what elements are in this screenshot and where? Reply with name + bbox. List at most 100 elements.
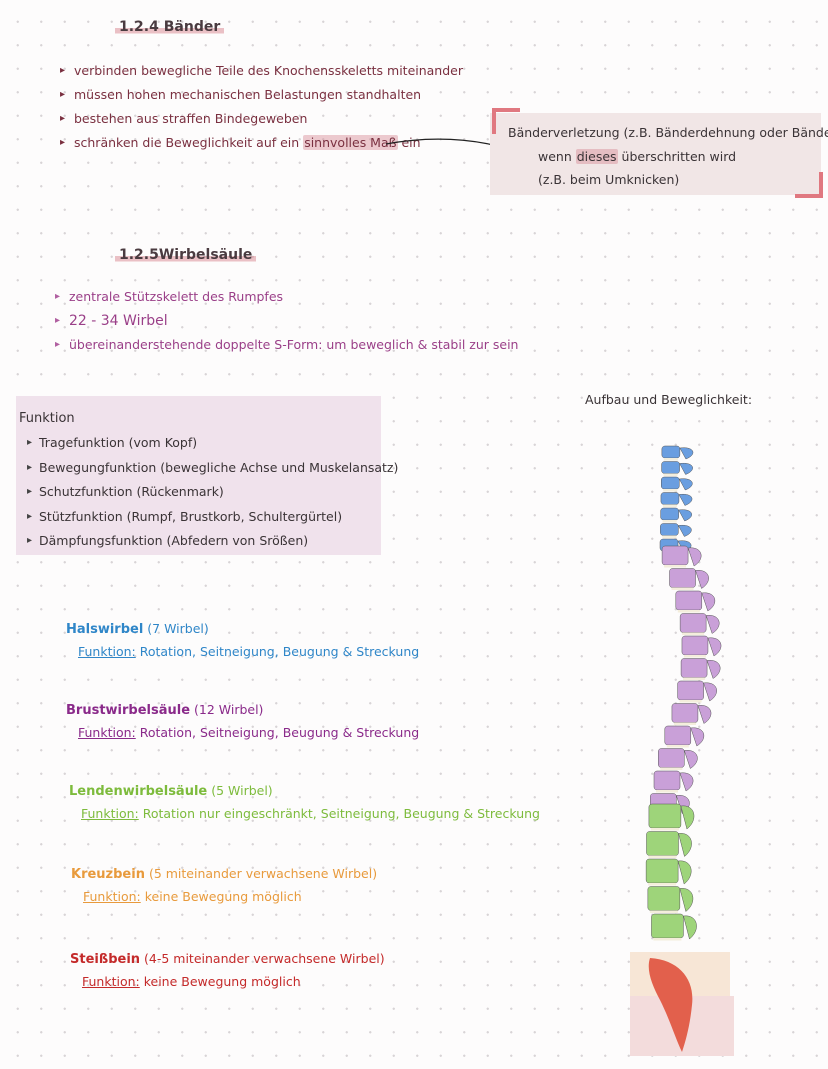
segment-count: (12 Wirbel) xyxy=(190,702,264,717)
spinous-process xyxy=(678,833,692,857)
list-item: Dämpfungsfunktion (Abfedern von Srößen) xyxy=(27,529,398,554)
segment-lendenwirbelsaeule: Lendenwirbelsäule (5 Wirbel) Funktion: R… xyxy=(69,780,540,821)
spinous-process xyxy=(683,915,697,940)
intervertebral-disc xyxy=(683,677,706,680)
list-item: zentrale Stützskelett des Rumpfes xyxy=(55,285,518,309)
vertebra xyxy=(648,803,682,829)
spinous-process xyxy=(706,660,721,679)
vertebra xyxy=(653,770,681,791)
intervertebral-disc xyxy=(663,489,678,492)
bullet-text: ein xyxy=(397,135,421,150)
segment-count: (5 miteinander verwachsene Wirbel) xyxy=(144,866,378,881)
funktion-label: Funktion: xyxy=(81,806,139,821)
vertebra xyxy=(645,858,679,884)
funktion-text: keine Bewegung möglich xyxy=(140,889,302,904)
highlight-sinnvolles-mass: sinnvolles Maß xyxy=(303,135,398,150)
segment-steissbein: Steißbein (4-5 miteinander verwachsene W… xyxy=(70,948,385,989)
segment-kreuzbein: Kreuzbein (5 miteinander verwachsene Wir… xyxy=(71,863,377,904)
intervertebral-disc xyxy=(649,910,678,913)
intervertebral-disc xyxy=(683,655,706,658)
spine-illustration xyxy=(630,445,734,1056)
intervertebral-disc xyxy=(664,565,687,568)
funktion-text: keine Bewegung möglich xyxy=(139,974,301,989)
intervertebral-disc xyxy=(662,535,677,538)
funktion-label: Funktion: xyxy=(78,644,136,659)
list-item: Stützfunktion (Rumpf, Brustkorb, Schulte… xyxy=(27,505,398,530)
spinous-process xyxy=(683,750,698,769)
heading-baender: 1.2.4 Bänder xyxy=(115,19,225,35)
segment-halswirbel: Halswirbel (7 Wirbel) Funktion: Rotation… xyxy=(66,618,419,659)
intervertebral-disc xyxy=(662,520,677,523)
vertebra xyxy=(681,635,709,656)
list-item: schränken die Beweglichkeit auf ein sinn… xyxy=(60,131,463,155)
spinous-process xyxy=(703,682,717,702)
list-item: Tragefunktion (vom Kopf) xyxy=(27,431,398,456)
vertebra xyxy=(658,748,685,768)
vertebrae-group xyxy=(645,445,722,941)
intervertebral-disc xyxy=(648,883,677,886)
funktion-label: Funktion: xyxy=(78,725,136,740)
note-box-baenderverletzung xyxy=(490,113,821,195)
vertebra xyxy=(664,725,692,746)
funktion-title: Funktion xyxy=(19,411,75,426)
segment-count: (7 Wirbel) xyxy=(143,621,209,636)
spinous-process xyxy=(680,805,695,830)
segment-name: Kreuzbein xyxy=(71,867,145,882)
vertebra xyxy=(660,523,679,536)
vertebra xyxy=(669,568,696,588)
intervertebral-disc xyxy=(679,700,702,703)
spinous-process xyxy=(705,615,720,634)
intervertebral-disc xyxy=(677,610,700,613)
intervertebral-disc xyxy=(673,722,696,725)
corner-bracket xyxy=(492,108,520,134)
funktion-text: Rotation, Seitneigung, Beugung & Strecku… xyxy=(135,644,420,659)
intervertebral-disc xyxy=(663,473,678,476)
intervertebral-disc xyxy=(650,828,679,831)
segment-brustwirbelsaeule: Brustwirbelsäule (12 Wirbel) Funktion: R… xyxy=(66,699,419,740)
intervertebral-disc xyxy=(656,790,679,793)
vertebra xyxy=(647,886,681,911)
vertebra xyxy=(679,613,707,633)
intervertebral-disc xyxy=(648,855,677,858)
segment-count: (4-5 miteinander verwachsene Wirbel) xyxy=(140,951,385,966)
note-line-3: (z.B. beim Umknicken) xyxy=(538,172,680,187)
spinous-process xyxy=(695,570,709,589)
note-line-1: Bänderverletzung (z.B. Bänderdehnung ode… xyxy=(508,125,828,140)
bullet-text: schränken die Beweglichkeit auf ein xyxy=(74,135,304,150)
segment-name: Steißbein xyxy=(70,952,141,967)
funktion-label: Funktion: xyxy=(83,889,141,904)
spinous-process xyxy=(677,860,692,885)
funktion-list: Tragefunktion (vom Kopf) Bewegungfunktio… xyxy=(27,431,398,554)
vertebra xyxy=(671,703,699,723)
vertebra xyxy=(651,913,684,939)
vertebra xyxy=(680,658,708,678)
spinous-process xyxy=(701,592,716,612)
vertebra xyxy=(660,507,679,521)
segment-name: Brustwirbelsäule xyxy=(66,703,191,718)
wirbel-bullet-list: zentrale Stützskelett des Rumpfes 22 - 3… xyxy=(55,285,518,357)
vertebra xyxy=(677,680,704,701)
spinous-process xyxy=(707,637,722,657)
intervertebral-disc xyxy=(662,504,677,507)
spinous-process xyxy=(678,509,692,522)
vertebra xyxy=(661,476,680,490)
intervertebral-disc xyxy=(663,458,678,461)
vertebra xyxy=(661,461,680,474)
segment-count: (5 Wirbel) xyxy=(207,783,273,798)
list-item: Bewegungfunktion (bewegliche Achse und M… xyxy=(27,456,398,481)
list-item: 22 - 34 Wirbel xyxy=(55,309,518,333)
spinous-process xyxy=(679,888,694,912)
note-line-2: wenn dieses überschritten wird xyxy=(538,149,737,164)
coccyx-shape xyxy=(648,958,693,1052)
intervertebral-disc xyxy=(660,767,683,770)
spinous-process xyxy=(679,462,693,475)
list-item: verbinden bewegliche Teile des Knochenss… xyxy=(60,59,463,83)
vertebra xyxy=(646,831,679,856)
list-item: müssen hohen mechanischen Belastungen st… xyxy=(60,83,463,107)
intervertebral-disc xyxy=(671,587,694,590)
vertebra xyxy=(661,545,689,566)
funktion-label: Funktion: xyxy=(82,974,140,989)
spinous-process xyxy=(697,705,712,724)
segment-name: Halswirbel xyxy=(66,622,144,637)
list-item: bestehen aus straffen Bindegeweben xyxy=(60,107,463,131)
